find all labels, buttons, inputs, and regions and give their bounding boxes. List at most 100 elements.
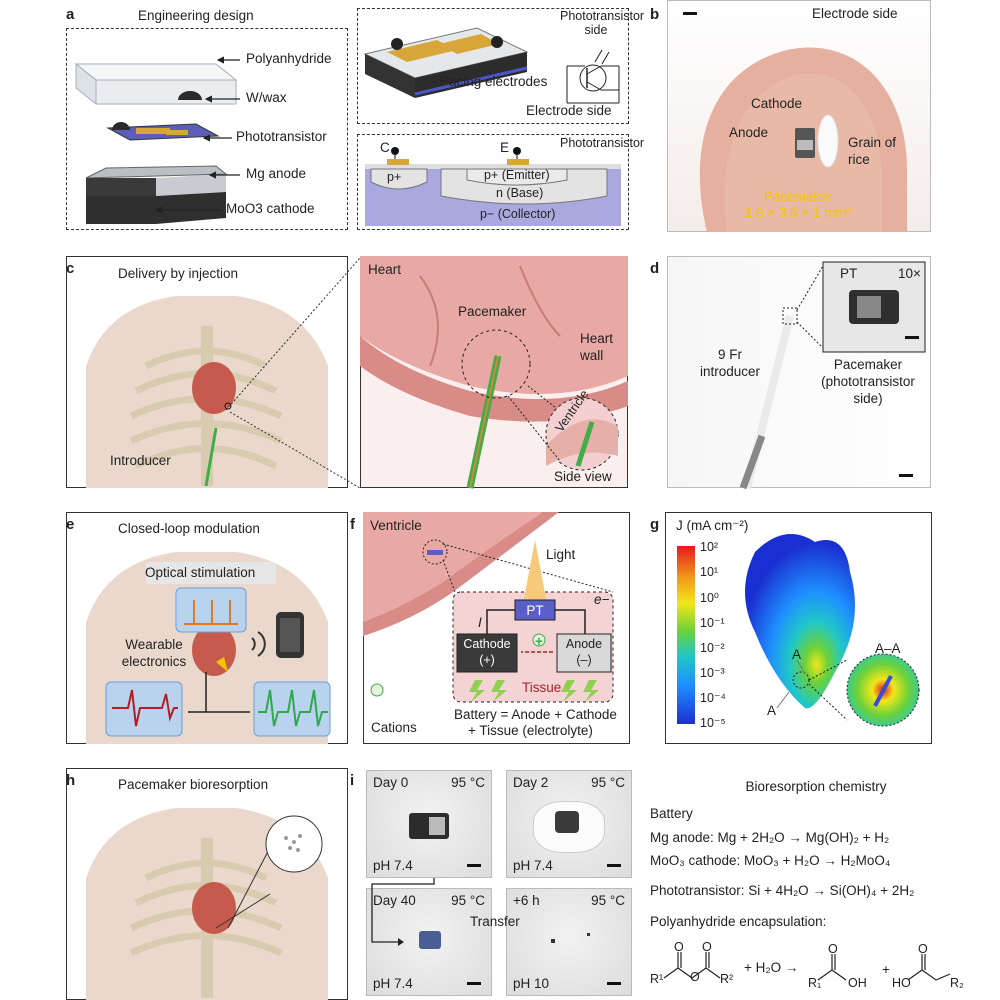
chem-mg: Mg anode: Mg + 2H₂O → Mg(OH)₂ + H₂ <box>650 830 890 845</box>
residue-speck <box>587 933 590 936</box>
panel-c-title: Delivery by injection <box>118 266 239 281</box>
label-cathode: Cathode <box>751 96 803 111</box>
cs-emitter: p+ (Emitter) <box>484 168 550 182</box>
label-pacing-electrodes: Pacing electrodes <box>440 74 548 89</box>
label-tissue: Tissue <box>522 680 562 695</box>
label-battery-line2: + Tissue (electrolyte) <box>468 723 593 738</box>
chem-o: O <box>702 940 712 954</box>
device-image <box>555 811 579 833</box>
panel-h-label: h <box>66 772 76 789</box>
panel-c-label: c <box>66 260 75 277</box>
chem-pt: Phototransistor: Si + 4H₂O → Si(OH)₄ + 2… <box>650 883 915 898</box>
layer-moo3-cathode: MoO3 cathode <box>226 201 315 216</box>
label-pacemaker-b: Pacemaker <box>763 189 833 204</box>
tile-temp: 95 °C <box>591 775 625 790</box>
chem-r1-sub: R₁ <box>808 976 822 990</box>
label-introducer-c: Introducer <box>110 453 171 468</box>
panel-e-label: e <box>66 516 75 533</box>
tick-label: 10⁰ <box>700 591 719 605</box>
device-assembled-drawing <box>363 27 620 104</box>
current-density-heart <box>745 534 920 727</box>
tick-label: 10⁻⁴ <box>700 691 726 705</box>
chem-r2-sup: R² <box>720 972 734 986</box>
chem-oh: OH <box>848 976 867 990</box>
heart-zoom-drawing <box>360 256 628 489</box>
device-assembled-box <box>357 8 629 124</box>
torso-drawing-h <box>86 808 328 1000</box>
colorbar-unit: J (mA cm⁻²) <box>676 518 749 533</box>
residue-speck <box>551 939 555 943</box>
panel-f-label: f <box>350 516 355 533</box>
label-plus-f: + <box>535 634 543 649</box>
label-a-upper: A <box>792 647 802 662</box>
panel-i-label: i <box>350 772 355 789</box>
cs-title: Phototransistor <box>560 136 645 150</box>
panel-a-label: a <box>66 6 75 23</box>
tile-temp: 95 °C <box>451 893 485 908</box>
tile-temp: 95 °C <box>451 775 485 790</box>
label-9fr-introducer: 9 Fr introducer <box>700 347 761 379</box>
label-anode: Anode <box>729 125 769 140</box>
label-transfer: Transfer <box>470 914 520 929</box>
chem-ho: HO <box>892 976 911 990</box>
tick-label: 10⁻² <box>700 641 725 655</box>
tick-label: 10⁻³ <box>700 666 725 680</box>
label-grain-of-rice: Grain of rice <box>848 135 897 167</box>
introducer-drawing <box>739 261 926 490</box>
label-current-i: I <box>478 615 482 630</box>
chem-o: O <box>918 942 928 956</box>
label-pacemaker-pt-side: Pacemaker (phototransistor side) <box>821 357 915 406</box>
label-pt-f: PT <box>526 603 544 618</box>
label-dimensions: 1.8 × 3.5 × 1 mm³ <box>744 205 852 220</box>
tile-day: Day 0 <box>373 775 409 790</box>
label-a-lower: A <box>767 703 777 718</box>
cs-collector: p− (Collector) <box>480 207 556 221</box>
tick-label: 10⁻⁵ <box>700 716 726 730</box>
device-image <box>419 931 441 949</box>
anode-image <box>429 817 445 835</box>
label-ventricle-f: Ventricle <box>370 518 422 533</box>
layer-phototransistor: Phototransistor <box>236 129 327 144</box>
panel-b-label: b <box>650 6 660 23</box>
battery-circuit-drawing <box>363 512 614 703</box>
exploded-layers-drawing <box>74 62 238 224</box>
tile-ph: pH 7.4 <box>373 858 413 873</box>
label-pt-d: PT <box>840 266 858 281</box>
chem-battery: Battery <box>650 806 693 821</box>
chem-r1-sup: R¹ <box>650 972 664 986</box>
cross-section-box <box>357 134 629 230</box>
layer-w-wax: W/wax <box>246 90 287 105</box>
chem-o: O <box>690 970 700 984</box>
colorbar <box>677 546 695 724</box>
label-optical-stimulation: Optical stimulation <box>145 565 256 580</box>
polyanhydride-structure <box>663 952 951 981</box>
tile-day: Day 40 <box>373 893 416 908</box>
cs-p-plus: p+ <box>387 170 402 184</box>
panel-a-title: Engineering design <box>138 8 254 23</box>
cs-collector-contact: C <box>380 140 390 155</box>
tile-day: Day 2 <box>513 775 549 790</box>
chem-moo3: MoO₃ cathode: MoO₃ + H₂O → H₂MoO₄ <box>650 853 891 868</box>
panel-g-box <box>665 512 932 744</box>
label-electrode-side: Electrode side <box>526 103 612 118</box>
panel-d-label: d <box>650 260 660 277</box>
chem-plus: + <box>882 962 890 977</box>
tile-temp: 95 °C <box>591 893 625 908</box>
panel-g-label: g <box>650 516 660 533</box>
label-cations: Cations <box>371 720 417 735</box>
tile-ph: pH 7.4 <box>513 858 553 873</box>
tile-ph: pH 10 <box>513 976 550 991</box>
label-light: Light <box>546 547 576 562</box>
cs-emitter-contact: E <box>500 140 510 155</box>
label-anode-f: Anode <box>565 637 603 651</box>
chem-title: Bioresorption chemistry <box>745 779 887 794</box>
label-battery-line1: Battery = Anode + Cathode <box>454 707 617 722</box>
label-zoom-10x: 10× <box>898 266 921 281</box>
torso-drawing-c <box>86 296 328 488</box>
label-pt-side: Phototransistor side <box>560 9 645 37</box>
scale-bar <box>467 864 481 867</box>
cross-section-drawing <box>365 147 621 226</box>
label-electron: e− <box>594 592 610 607</box>
